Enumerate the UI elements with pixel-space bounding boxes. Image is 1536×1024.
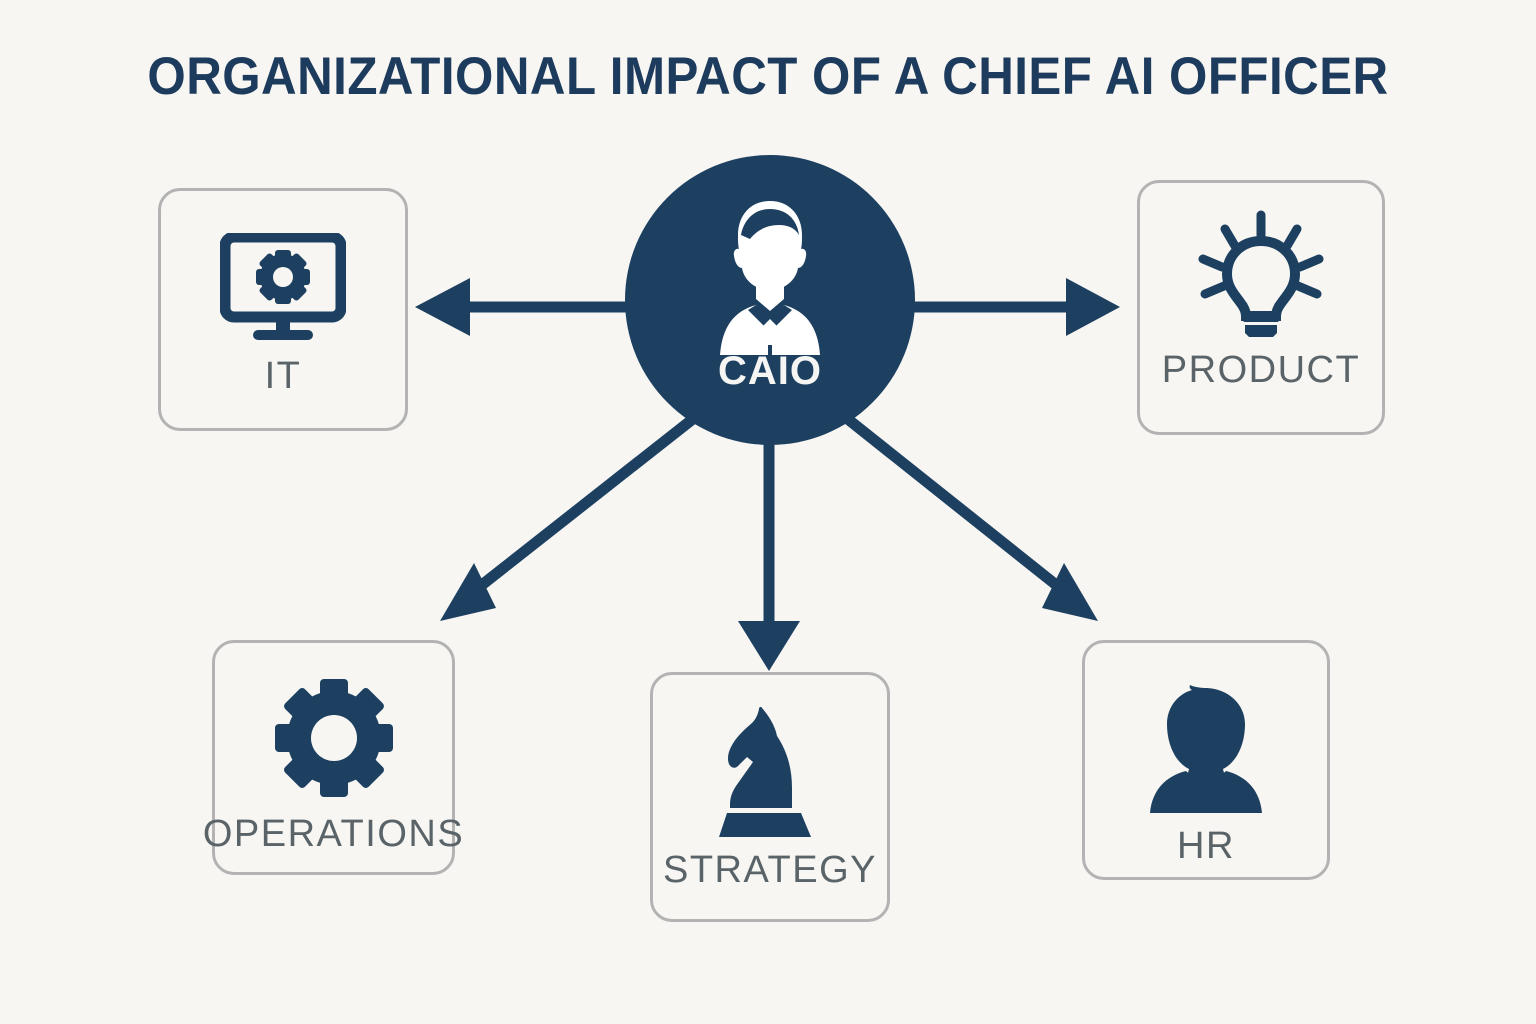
card-hr[interactable]: HR: [1082, 640, 1330, 880]
chess-knight-icon: [719, 706, 811, 837]
card-it[interactable]: IT: [158, 188, 408, 431]
card-label-operations: OPERATIONS: [202, 813, 465, 855]
card-label-product: PRODUCT: [1161, 349, 1361, 391]
page-title: ORGANIZATIONAL IMPACT OF A CHIEF AI OFFI…: [147, 47, 1389, 106]
hub-label: CAIO: [718, 349, 822, 393]
businessman-icon: [720, 201, 820, 355]
card-label-strategy: STRATEGY: [663, 849, 877, 891]
card-strategy[interactable]: STRATEGY: [650, 672, 890, 922]
card-label-it: IT: [264, 355, 302, 397]
arrow-to-strategy: [738, 420, 800, 671]
hub-node-caio[interactable]: CAIO: [625, 155, 915, 445]
card-product[interactable]: PRODUCT: [1137, 180, 1385, 435]
person-bust-icon: [1150, 685, 1262, 813]
card-operations[interactable]: OPERATIONS: [203, 640, 463, 875]
gear-icon: [274, 679, 393, 797]
card-label-hr: HR: [1177, 825, 1235, 867]
monitor-gear-icon: [220, 233, 346, 340]
lightbulb-icon: [1198, 210, 1324, 337]
